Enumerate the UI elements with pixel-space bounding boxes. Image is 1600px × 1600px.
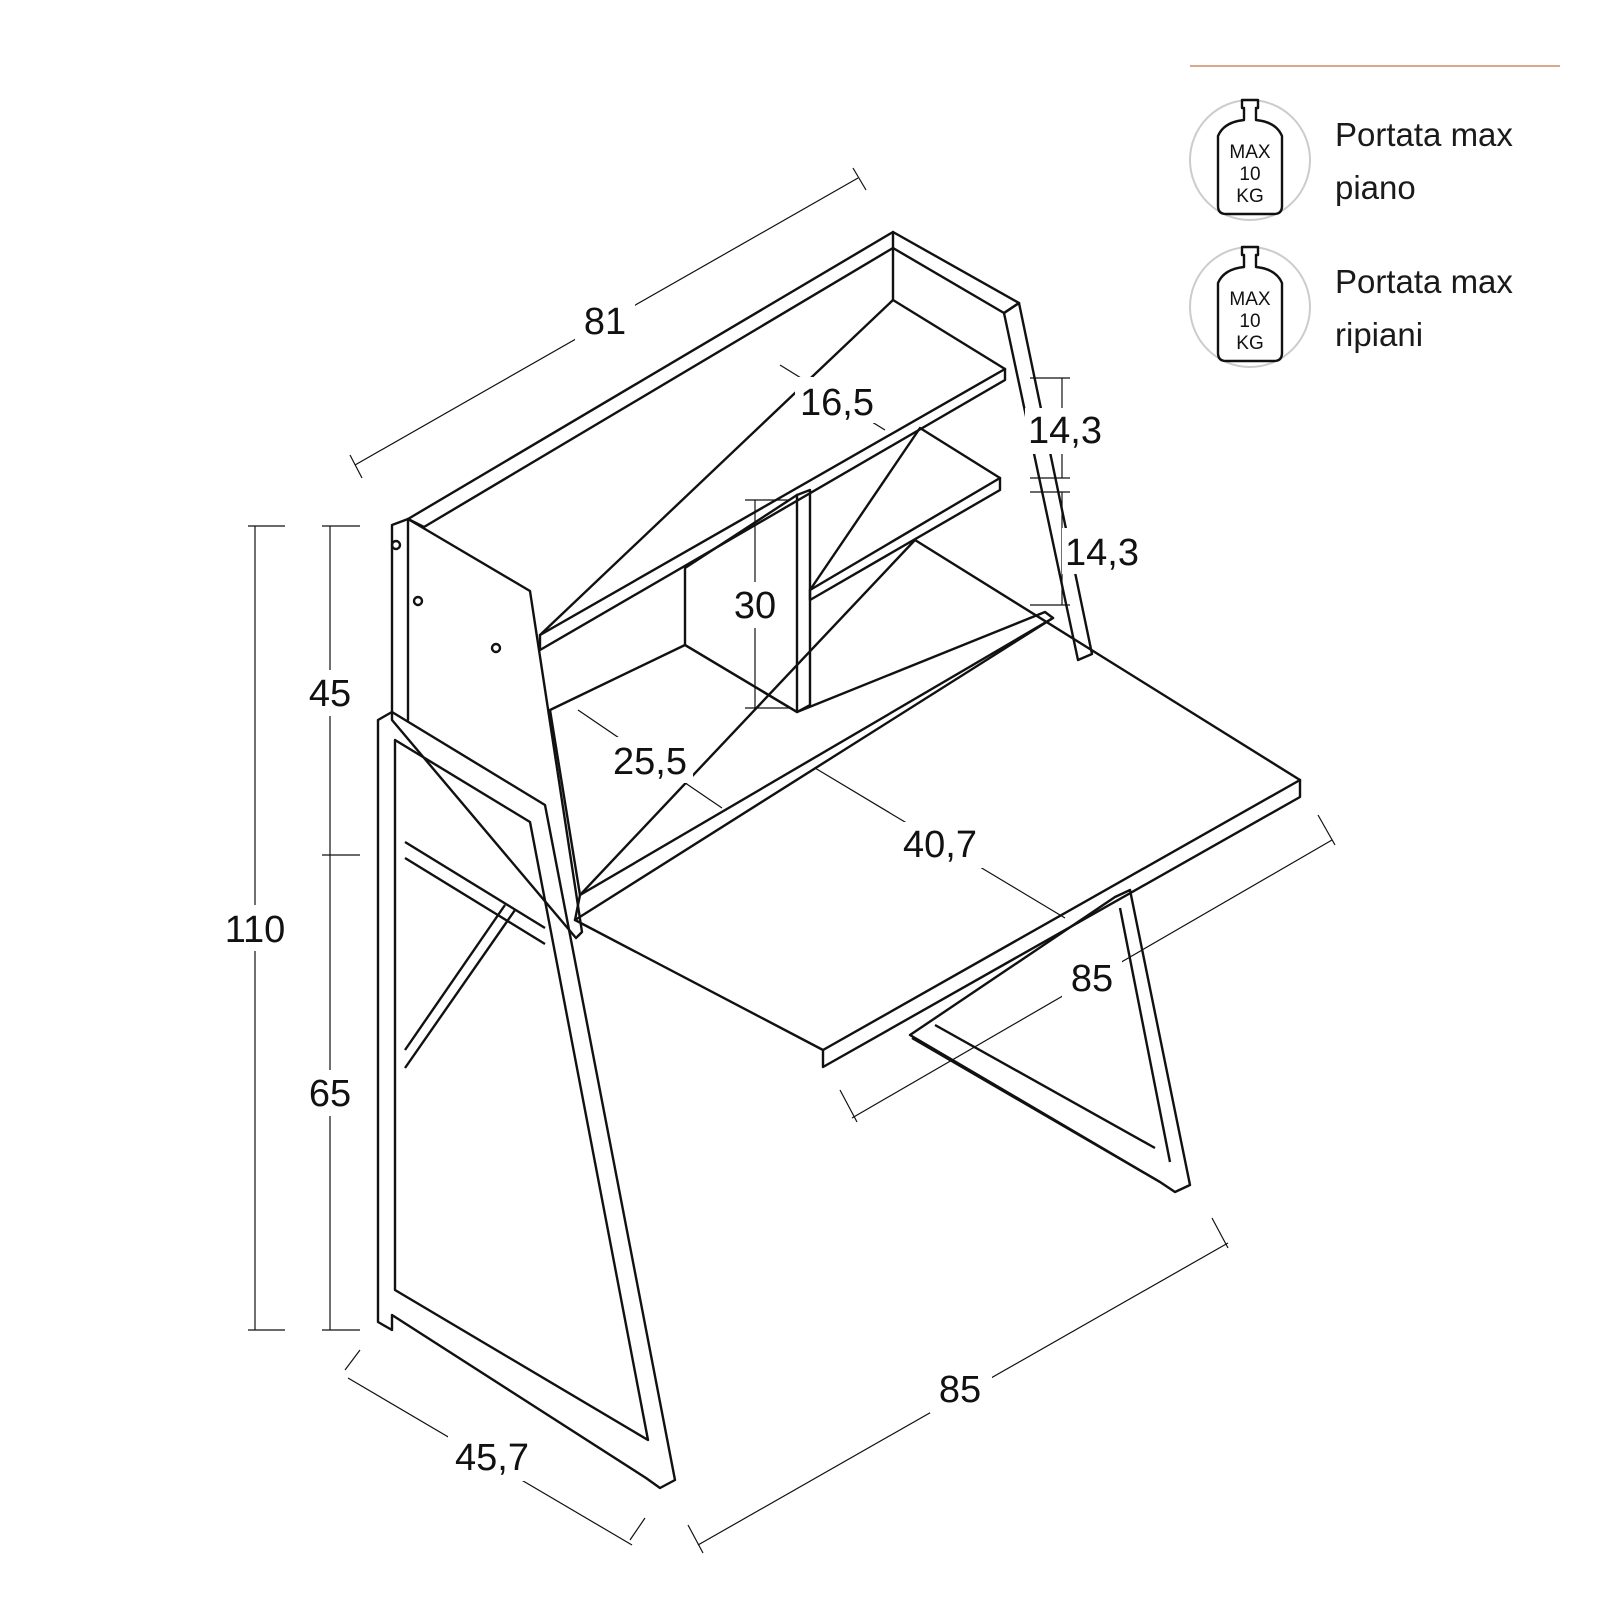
right-frame-inner: [1118, 907, 1172, 1163]
label-bg: [218, 905, 293, 951]
dim-hutch-height: 45: [309, 673, 351, 715]
label-bg: [302, 670, 358, 716]
left-frame-outer: [376, 710, 677, 1490]
dim-base-width: 85: [939, 1369, 981, 1411]
dim-shelf-gap-upper: 14,3: [1028, 410, 1102, 452]
right-frame-brace: [934, 1023, 1156, 1150]
dim-tick: [344, 1349, 361, 1371]
dim-tick: [349, 454, 363, 479]
label-bg: [895, 822, 985, 868]
dim-top-width: 81: [584, 301, 626, 343]
dim-desk-depth: 40,7: [903, 824, 977, 866]
dim-tick: [1211, 1217, 1229, 1249]
panel-hole: [490, 642, 502, 654]
label-bg: [575, 293, 635, 341]
label-bg: [795, 377, 880, 423]
hutch-right-panel: [1002, 301, 1094, 662]
legend-badge-unit: KG: [1236, 333, 1263, 354]
weight-bottle-icon: [1216, 98, 1284, 216]
dim-shelf-gap-lower: 14,3: [1065, 532, 1139, 574]
legend-label-line2: ripiani: [1335, 316, 1423, 353]
label-bg: [302, 1070, 358, 1116]
label-bg: [728, 582, 783, 628]
desktop-front-edge: [821, 778, 1302, 1052]
label-bg: [448, 1435, 538, 1481]
left-frame-brace: [404, 909, 516, 1069]
dim-hutch-depth: 25,5: [613, 741, 687, 783]
left-frame-inner: [393, 738, 650, 1442]
legend-badge-max: MAX: [1229, 289, 1271, 310]
desktop-back-edge: [573, 616, 1055, 922]
legend-badge-max: MAX: [1229, 142, 1271, 163]
dim-tick: [629, 1517, 646, 1541]
panel-hole: [390, 539, 402, 551]
left-frame-brace: [404, 904, 506, 1051]
dim-shelf-depth: 16,5: [800, 382, 874, 424]
left-frame-crossbar: [404, 840, 546, 930]
weight-bottle-icon: [1216, 245, 1284, 363]
dim-desk-height: 65: [309, 1073, 351, 1115]
dim-base-depth: 45,7: [455, 1437, 529, 1479]
legend-item-ripiani: MAX 10 KG Portata max ripiani: [1189, 245, 1513, 368]
lower-shelf-front: [808, 476, 1002, 592]
label-bg: [930, 1367, 992, 1413]
legend-label-line1: Portata max: [1335, 116, 1513, 153]
dimension-labels: 81 16,5 14,3 14,3 30 25,5 40,7 85 110 45…: [218, 293, 1147, 1481]
legend-label-line2: piano: [1335, 169, 1416, 206]
legend: MAX 10 KG Portata max piano MAX 10 KG Po…: [1189, 65, 1560, 368]
legend-item-piano: MAX 10 KG Portata max piano: [1189, 98, 1513, 221]
dim-tick: [839, 1089, 858, 1123]
legend-badge-value: 10: [1239, 311, 1260, 332]
right-frame: [908, 888, 1192, 1194]
label-bg: [1062, 528, 1147, 574]
legend-badge-value: 10: [1239, 164, 1260, 185]
label-bg: [1025, 408, 1110, 454]
legend-label-line1: Portata max: [1335, 263, 1513, 300]
legend-badge-unit: KG: [1236, 186, 1263, 207]
desktop: [573, 538, 1302, 1069]
hutch-top-board: [406, 230, 1021, 529]
dim-total-height: 110: [225, 909, 286, 951]
label-bg: [1062, 955, 1122, 1001]
dim-desk-width: 85: [1071, 958, 1113, 1000]
right-frame-brace: [911, 1036, 1161, 1184]
upper-shelf: [538, 298, 1007, 652]
dim-divider-height: 30: [734, 585, 776, 627]
label-bg: [608, 737, 693, 783]
desk-drawing: [376, 230, 1302, 1490]
upper-shelf-front: [538, 367, 1007, 637]
dim-tick: [1317, 814, 1336, 846]
panel-hole: [412, 595, 424, 607]
dim-tick: [852, 167, 867, 191]
left-frame-crossbar: [404, 856, 546, 946]
dim-tick: [687, 1524, 704, 1554]
